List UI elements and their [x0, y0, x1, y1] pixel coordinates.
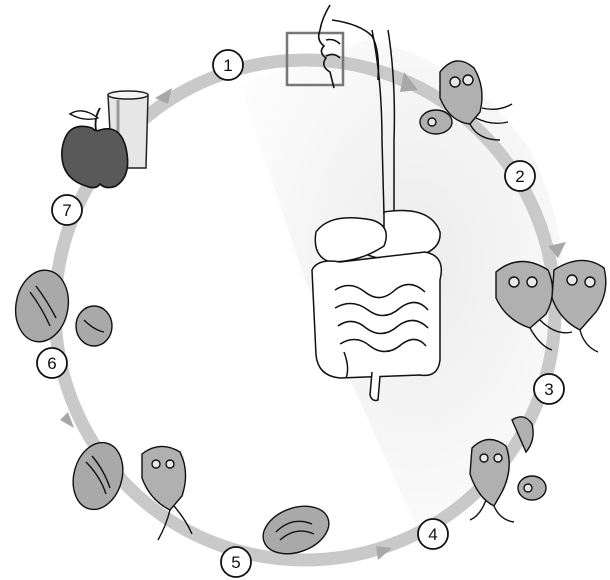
stage-6-label: 6 [47, 354, 56, 373]
stage-marker-5: 5 [221, 547, 251, 577]
stage-marker-4: 4 [418, 519, 448, 549]
stage-marker-6: 6 [37, 348, 67, 378]
stage-marker-3: 3 [534, 374, 564, 404]
stage-marker-7: 7 [52, 195, 82, 225]
stage-7-label: 7 [62, 201, 71, 220]
stage-marker-1: 1 [213, 50, 243, 80]
stage-3-label: 3 [544, 380, 553, 399]
cyst-stage-6 [10, 266, 74, 346]
stage-2-label: 2 [515, 167, 524, 186]
stage-marker-2: 2 [505, 161, 535, 191]
cyst-stage-6b [76, 306, 112, 346]
stage-1-label: 1 [223, 56, 232, 75]
stage-4-label: 4 [428, 525, 437, 544]
stage-5-label: 5 [231, 553, 240, 572]
